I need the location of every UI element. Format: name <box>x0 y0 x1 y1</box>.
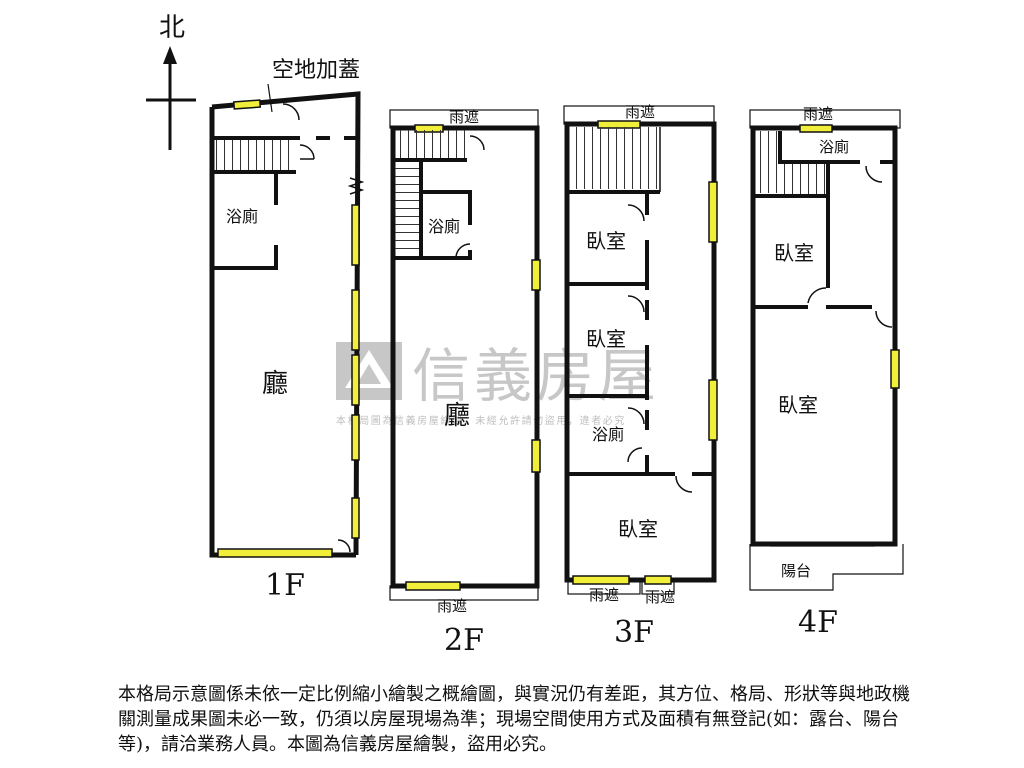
floor-1f-label: 1F <box>265 568 305 603</box>
watermark-notice: 本格局圖為信義房屋繪製，未經允許請勿盜用，違者必究 <box>336 414 626 427</box>
window-3f-back <box>597 120 641 129</box>
f4-canopy-top-label: 雨遮 <box>803 105 833 123</box>
f1-hall-label: 廳 <box>262 369 288 399</box>
watermark: 信義房屋 本格局圖為信義房屋繪製，未經允許請勿盜用，違者必究 <box>336 342 660 427</box>
watermark-brand: 信義房屋 <box>412 342 660 410</box>
f3-bath-label: 浴廁 <box>592 425 624 444</box>
window-4f-back <box>799 124 833 133</box>
f3-bedroom-1-label: 臥室 <box>586 229 626 253</box>
f3-canopy-bottom-right-label: 雨遮 <box>645 588 675 606</box>
floor-1f-plan <box>209 91 365 558</box>
f2-hall-label: 廳 <box>444 401 470 431</box>
f4-bedroom-2-label: 臥室 <box>778 393 818 417</box>
floor-3f-label: 3F <box>614 615 654 650</box>
window-1f-back <box>233 99 262 110</box>
f1-annex-label: 空地加蓋 <box>272 58 360 83</box>
f4-bath-label: 浴廁 <box>819 138 849 156</box>
f4-bedroom-1-label: 臥室 <box>774 241 814 265</box>
disclaimer-text: 本格局示意圖係未依一定比例縮小繪製之概繪圖，與實況仍有差距，其方位、格局、形狀等… <box>118 684 910 755</box>
f2-canopy-top-label: 雨遮 <box>449 108 479 126</box>
f3-bedroom-3-label: 臥室 <box>618 517 658 541</box>
floor-4f-plan <box>749 109 904 591</box>
f2-canopy-bottom-label: 雨遮 <box>437 597 467 615</box>
floor-2f-label: 2F <box>444 623 484 658</box>
f2-bath-label: 浴廁 <box>428 217 460 236</box>
north-arrow-icon <box>146 46 196 150</box>
floor-4f-label: 4F <box>798 605 838 640</box>
north-label: 北 <box>159 13 185 43</box>
f4-balcony-label: 陽台 <box>781 562 811 580</box>
f1-bath-label: 浴廁 <box>226 207 258 226</box>
window-2f-front <box>405 581 461 591</box>
window-1f-front <box>217 548 333 558</box>
f3-canopy-top-label: 雨遮 <box>625 103 655 121</box>
f3-canopy-bottom-left-label: 雨遮 <box>589 586 619 604</box>
floor-2f-plan <box>389 109 541 601</box>
floor-3f-plan <box>563 105 718 595</box>
f3-bedroom-2-label: 臥室 <box>586 327 626 351</box>
annex-leader-line <box>267 83 273 113</box>
